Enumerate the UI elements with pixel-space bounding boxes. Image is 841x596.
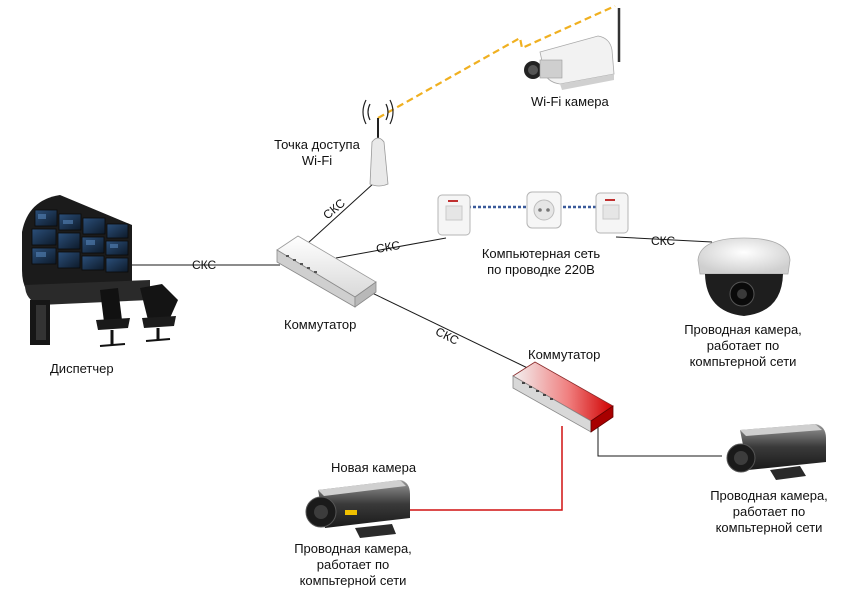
powerline-adapter-icon [437, 191, 629, 236]
box-camera-right-label-line3: компьтерной сети [715, 520, 823, 535]
link-switch-powerline [335, 237, 447, 259]
new-camera-label-line2: работает по [316, 557, 390, 572]
link-switch-ap [307, 182, 375, 244]
wifi-camera-label: Wi-Fi камера [531, 94, 609, 109]
wifi-link [377, 4, 616, 119]
access-point-label-line2: Wi-Fi [301, 153, 333, 168]
link-switch-switch [367, 290, 541, 375]
switch-main-label: Коммутатор [284, 317, 357, 332]
box-camera-right-label-line1: Проводная камера, [710, 488, 828, 503]
dome-camera-label-line1: Проводная камера, [684, 322, 802, 337]
powerline-label-line1: Компьютерная сеть [481, 246, 601, 261]
new-camera-label-line1: Проводная камера, [294, 541, 412, 556]
powerline-label-line2: по проводке 220В [487, 262, 595, 277]
dome-camera-label-line2: работает по [706, 338, 780, 353]
powerline-label: Компьютерная сеть по проводке 220В [466, 246, 616, 278]
switch-second-label: Коммутатор [528, 347, 601, 362]
control-room-icon [22, 195, 178, 347]
link-switch-new-camera [402, 426, 563, 511]
box-camera-right-label-line2: работает по [732, 504, 806, 519]
wifi-access-point-icon [362, 99, 394, 187]
wifi-camera-icon [524, 8, 621, 90]
box-camera-right-icon [726, 424, 826, 480]
box-camera-right-label: Проводная камера, работает по компьтерно… [694, 488, 841, 536]
sks-label-powerline-dome: СКС [651, 234, 676, 248]
link-powerline-dome [615, 236, 713, 243]
switch-main-icon [276, 235, 377, 308]
access-point-label: Точка доступа Wi-Fi [262, 137, 372, 169]
dome-camera-icon [697, 237, 791, 316]
link-switch-camera-right [597, 427, 722, 457]
dispatcher-label: Диспетчер [50, 361, 114, 376]
box-camera-new-icon [305, 480, 410, 538]
new-camera-title: Новая камера [331, 460, 417, 475]
access-point-label-line1: Точка доступа [274, 137, 360, 152]
connections [130, 4, 722, 511]
dome-camera-label: Проводная камера, работает по компьтерно… [668, 322, 818, 370]
dome-camera-label-line3: компьтерной сети [689, 354, 797, 369]
sks-label-dispatcher-switch: СКС [192, 258, 217, 272]
switch-second-icon [512, 361, 614, 433]
new-camera-label: Проводная камера, работает по компьтерно… [278, 541, 428, 589]
new-camera-label-line3: компьтерной сети [299, 573, 407, 588]
